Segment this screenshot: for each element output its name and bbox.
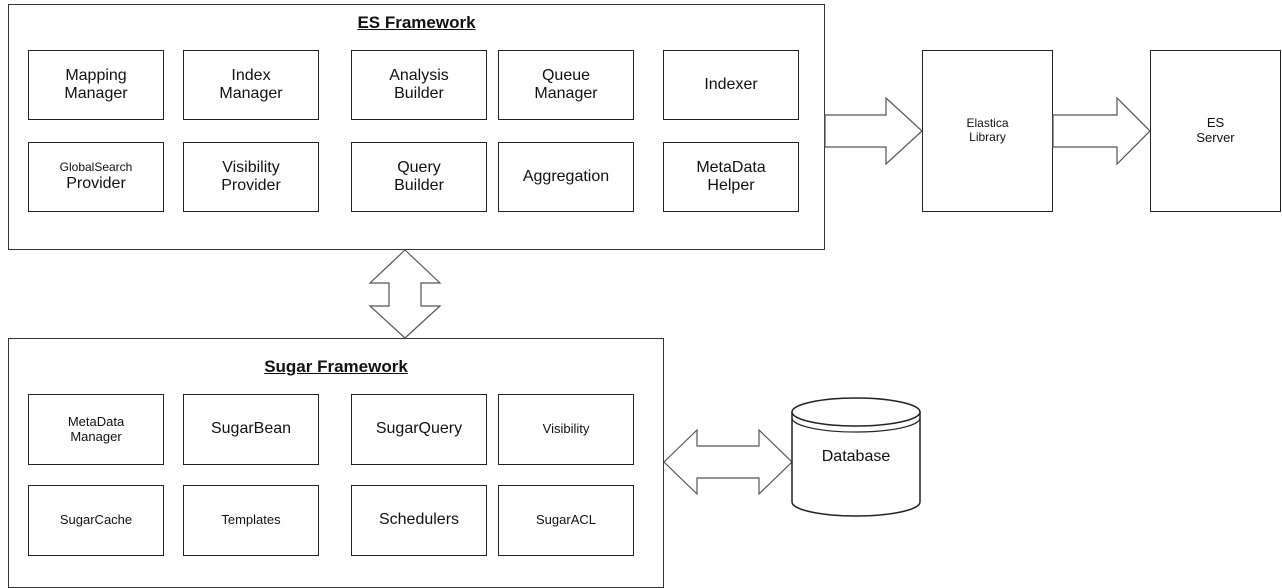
analysis-builder-box: Analysis Builder (351, 50, 487, 120)
queue-manager-box: Queue Manager (498, 50, 634, 120)
index-manager-box: Index Manager (183, 50, 319, 120)
metadata-manager-box: MetaData Manager (28, 394, 164, 465)
sugaracl-box: SugarACL (498, 485, 634, 556)
es-sugar-double-arrow (368, 249, 442, 339)
schedulers-box: Schedulers (351, 485, 487, 556)
es-server-box: ES Server (1150, 50, 1281, 212)
aggregation-box: Aggregation (498, 142, 634, 212)
provider-label: Provider (66, 174, 126, 192)
globalsearch-provider-box: GlobalSearch Provider (28, 142, 164, 212)
sugar-database-double-arrow (663, 428, 793, 496)
sugarquery-box: SugarQuery (351, 394, 487, 465)
sugarbean-box: SugarBean (183, 394, 319, 465)
elastica-to-server-arrow (1052, 96, 1151, 166)
query-builder-box: Query Builder (351, 142, 487, 212)
database-cylinder (791, 397, 921, 517)
es-to-elastica-arrow (824, 96, 923, 166)
indexer-box: Indexer (663, 50, 799, 120)
visibility-provider-box: Visibility Provider (183, 142, 319, 212)
sugarcache-box: SugarCache (28, 485, 164, 556)
sugar-framework-title: Sugar Framework (264, 357, 408, 376)
mapping-manager-box: Mapping Manager (28, 50, 164, 120)
globalsearch-label: GlobalSearch (59, 159, 133, 174)
visibility-box: Visibility (498, 394, 634, 465)
database-label: Database (821, 448, 891, 465)
es-framework-title: ES Framework (357, 13, 476, 32)
templates-box: Templates (183, 485, 319, 556)
metadata-helper-box: MetaData Helper (663, 142, 799, 212)
